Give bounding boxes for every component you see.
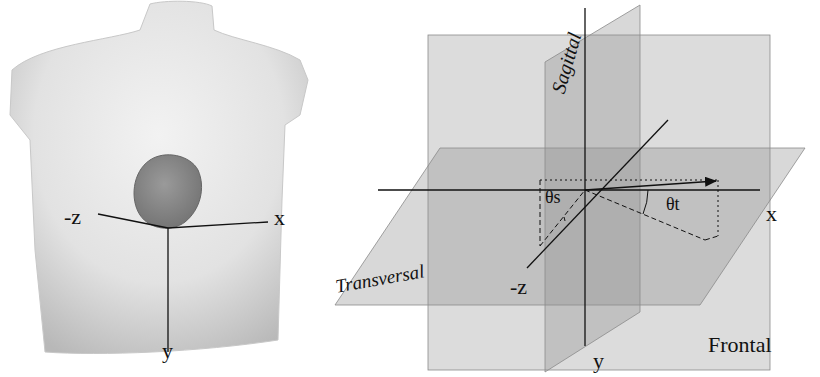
torso-axes (98, 214, 268, 352)
axis-label: -z (510, 276, 527, 298)
axis-label: x (274, 207, 285, 229)
heart-shape (134, 155, 202, 228)
field-vector (585, 181, 716, 190)
axis-label: -z (64, 206, 81, 228)
axis-label: y (593, 350, 604, 372)
angle-label: θt (666, 195, 680, 213)
projection-lines (540, 180, 718, 246)
plane-axes (378, 8, 760, 346)
axis-label: x (766, 203, 777, 225)
plane-label: Frontal (708, 334, 772, 356)
torso-shape (10, 1, 308, 353)
anatomical-planes (335, 5, 805, 372)
axis-label: y (162, 340, 173, 362)
angle-label: θs (545, 188, 561, 206)
